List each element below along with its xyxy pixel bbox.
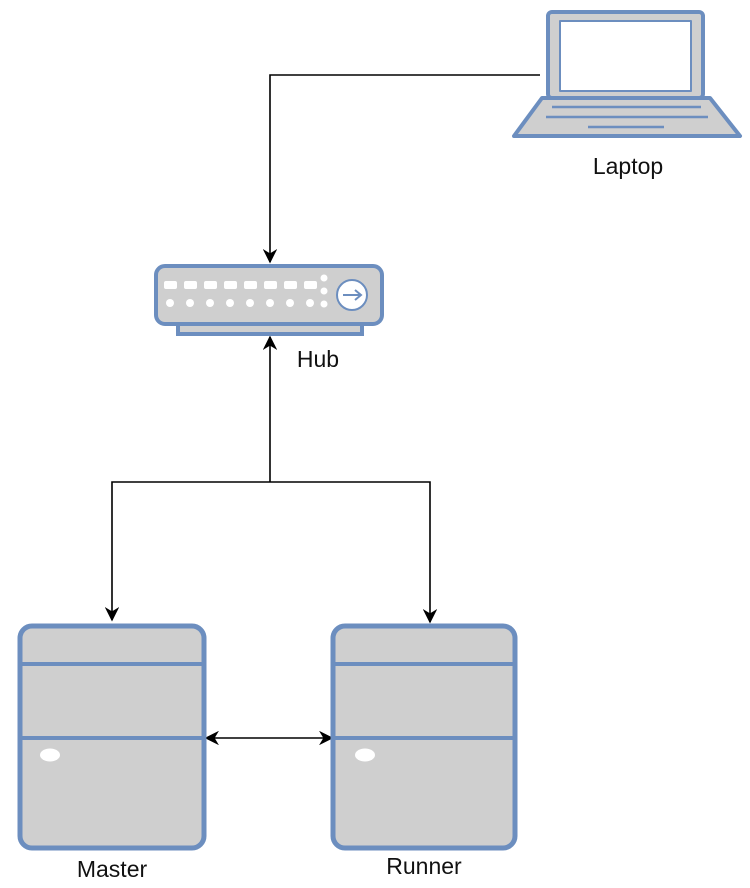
master-label: Master xyxy=(76,856,148,882)
hub-label: Hub xyxy=(296,346,340,372)
hub-ports xyxy=(164,274,328,308)
server-tower-icon xyxy=(17,623,207,851)
network-hub-icon xyxy=(154,264,384,336)
laptop-label: Laptop xyxy=(592,153,664,179)
connectors xyxy=(104,74,540,746)
edge-hub-to-master xyxy=(104,481,270,622)
server-tower-icon xyxy=(330,623,518,851)
runner-label: Runner xyxy=(386,853,462,879)
arrow-right-icon xyxy=(343,289,363,301)
edge-hub-to-runner xyxy=(270,481,438,624)
laptop-icon xyxy=(512,10,742,138)
edge-laptop-to-hub xyxy=(262,74,540,264)
